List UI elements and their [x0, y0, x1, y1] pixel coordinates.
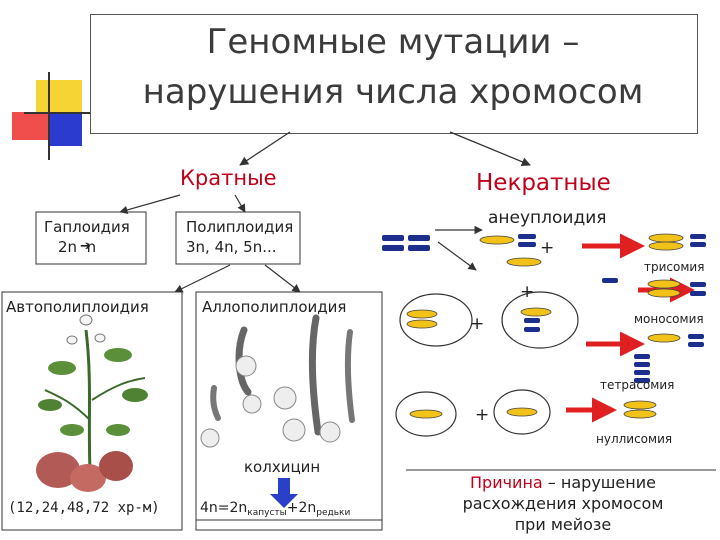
title-line-1: Геномные мутации – — [206, 22, 580, 62]
polyploidy-formula: 3n, 4n, 5n... — [186, 238, 277, 256]
autopolyploidy-name: Автополиплоидия — [6, 298, 149, 316]
plus-sign-2: + — [520, 282, 535, 302]
formula-sub-radish: редьки — [316, 508, 351, 518]
arrow-right-icon: ➔ — [80, 239, 91, 254]
cause-line-2: расхождения хромосом — [462, 494, 664, 513]
colchicine-label: колхицин — [244, 458, 321, 476]
tetrasomy-label: тетрасомия — [600, 378, 675, 392]
deco-horizontal-line — [24, 112, 94, 114]
cause-label: Причина — [470, 473, 543, 492]
chromosome-pair-left — [382, 235, 430, 251]
category-multiple: Кратные — [180, 166, 277, 190]
formula-main: 4n=2n — [200, 500, 248, 516]
deco-vertical-line — [48, 72, 50, 160]
polyploidy-name: Полиплоидия — [186, 218, 294, 236]
allopolyploidy-name: Аллополиплоидия — [202, 298, 347, 316]
monosomy-label: моносомия — [634, 312, 704, 326]
cause-line-3: при мейозе — [514, 515, 612, 534]
formula-sub-cabbage: капусты — [247, 508, 287, 518]
plus-sign-4: + — [475, 405, 490, 425]
autopolyploidy-note: (12,24,48,72 хр-м) — [8, 500, 160, 516]
category-non-multiple: Некратные — [476, 170, 611, 196]
deco-red-square — [12, 112, 52, 140]
nullisomy-label: нуллисомия — [596, 432, 673, 446]
aneuploidy-label: анеуплоидия — [488, 208, 607, 228]
plus-sign-1: + — [540, 238, 555, 258]
haploidy-name: Гаплоидия — [44, 218, 130, 236]
formula-mid: +2n — [286, 500, 317, 516]
cause-box: Причина – нарушение расхождения хромосом… — [418, 472, 708, 535]
deco-blue-square — [50, 112, 82, 146]
cause-line-1: Причина – нарушение — [418, 472, 708, 493]
title-box — [90, 14, 698, 134]
haploidy-formula: 2n n — [58, 238, 96, 256]
trisomy-label: трисомия — [644, 260, 705, 274]
cause-text-1: – нарушение — [542, 473, 656, 492]
allopolyploidy-formula: 4n=2nкапусты+2nредьки — [200, 500, 350, 518]
title-line-2: нарушения числа хромосом — [142, 72, 644, 112]
haploidy-formula-text: 2n n — [58, 238, 97, 256]
plus-sign-3: + — [470, 314, 485, 334]
